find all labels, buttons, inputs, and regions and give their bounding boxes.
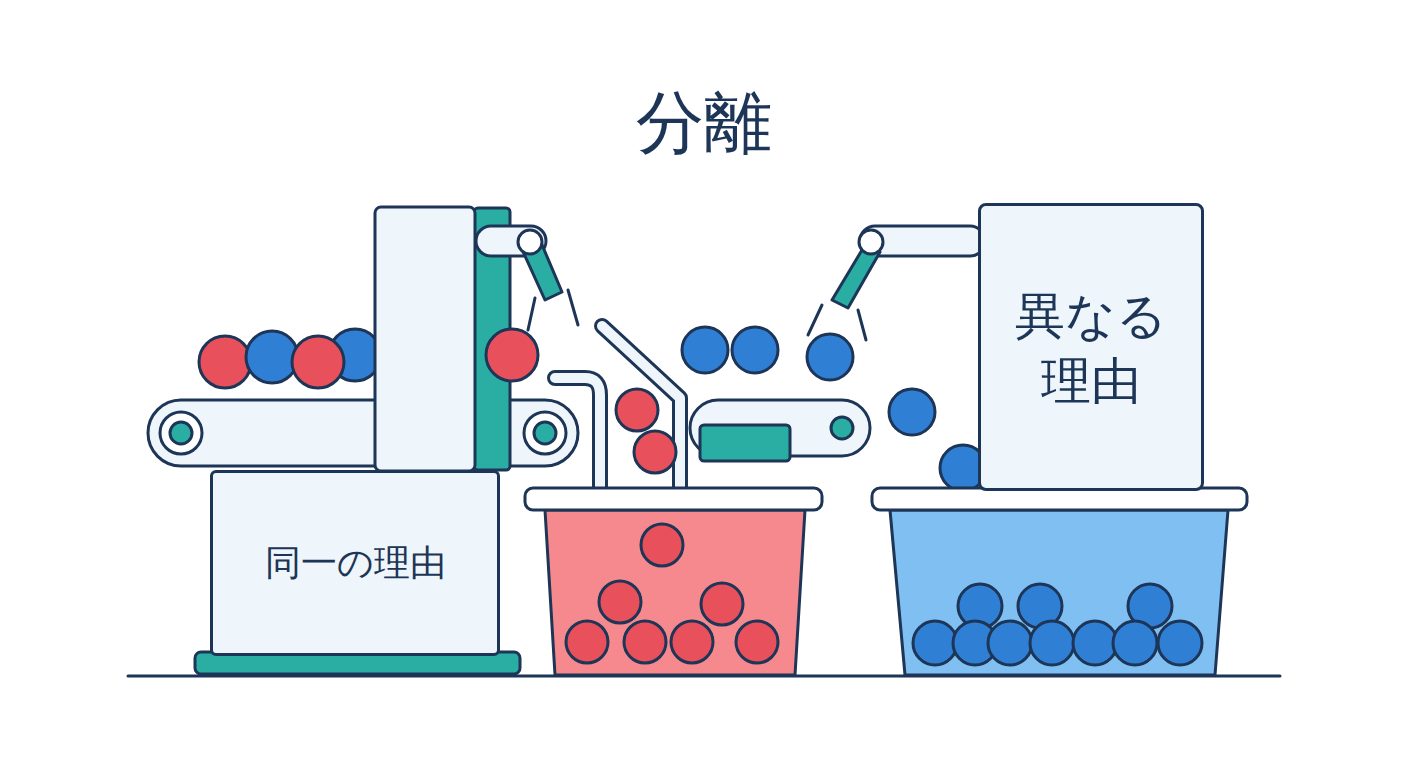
blue-bin: [890, 510, 1228, 675]
conveyor-roller: [534, 422, 556, 444]
arm-joint: [518, 230, 542, 254]
red-ball: [701, 583, 743, 625]
node-label: 異なる 理由: [995, 284, 1187, 414]
chute-pipe: [602, 326, 680, 490]
robot-arm: [860, 226, 985, 256]
node-label: 同一の理由: [225, 540, 485, 587]
blue-ball: [913, 621, 957, 665]
chute-pipe: [555, 378, 600, 490]
blue-ball: [889, 389, 935, 435]
blue-ball: [682, 327, 728, 373]
conveyor-roller: [160, 412, 202, 454]
blue-ball: [1113, 621, 1157, 665]
conveyor-block: [700, 425, 790, 461]
blue-ball: [807, 334, 853, 380]
red-ball: [599, 581, 641, 623]
arm-joint: [859, 230, 883, 254]
blue-ball: [1030, 621, 1074, 665]
red-ball: [736, 621, 778, 663]
red-ball: [641, 524, 683, 566]
diagram-title: 分離: [0, 82, 1408, 164]
robot-arm: [832, 250, 880, 308]
chute-pipe: [602, 326, 680, 490]
red-ball: [292, 336, 344, 388]
blue-ball: [988, 621, 1032, 665]
robot-claw: [528, 290, 578, 330]
reason-box: 同一の理由: [210, 470, 500, 656]
robot-arm: [476, 226, 546, 256]
conveyor-roller: [170, 422, 192, 444]
chute-pipe: [555, 378, 600, 490]
blue-ball: [246, 331, 298, 383]
bin-rim: [525, 488, 822, 510]
conveyor-belt: [148, 400, 578, 466]
red-ball: [634, 431, 676, 473]
red-bin: [545, 510, 805, 675]
red-ball: [199, 336, 251, 388]
reason-panel: 異なる 理由: [978, 203, 1204, 491]
conveyor-roller: [831, 417, 853, 439]
red-ball: [566, 621, 608, 663]
blue-ball: [732, 327, 778, 373]
red-ball: [624, 621, 666, 663]
red-ball: [486, 329, 538, 381]
machine-column: [375, 207, 475, 471]
red-ball: [616, 389, 658, 431]
blue-ball: [1158, 621, 1202, 665]
conveyor-roller: [524, 412, 566, 454]
bin-rim: [872, 488, 1247, 510]
blue-ball: [1073, 621, 1117, 665]
red-ball: [671, 621, 713, 663]
